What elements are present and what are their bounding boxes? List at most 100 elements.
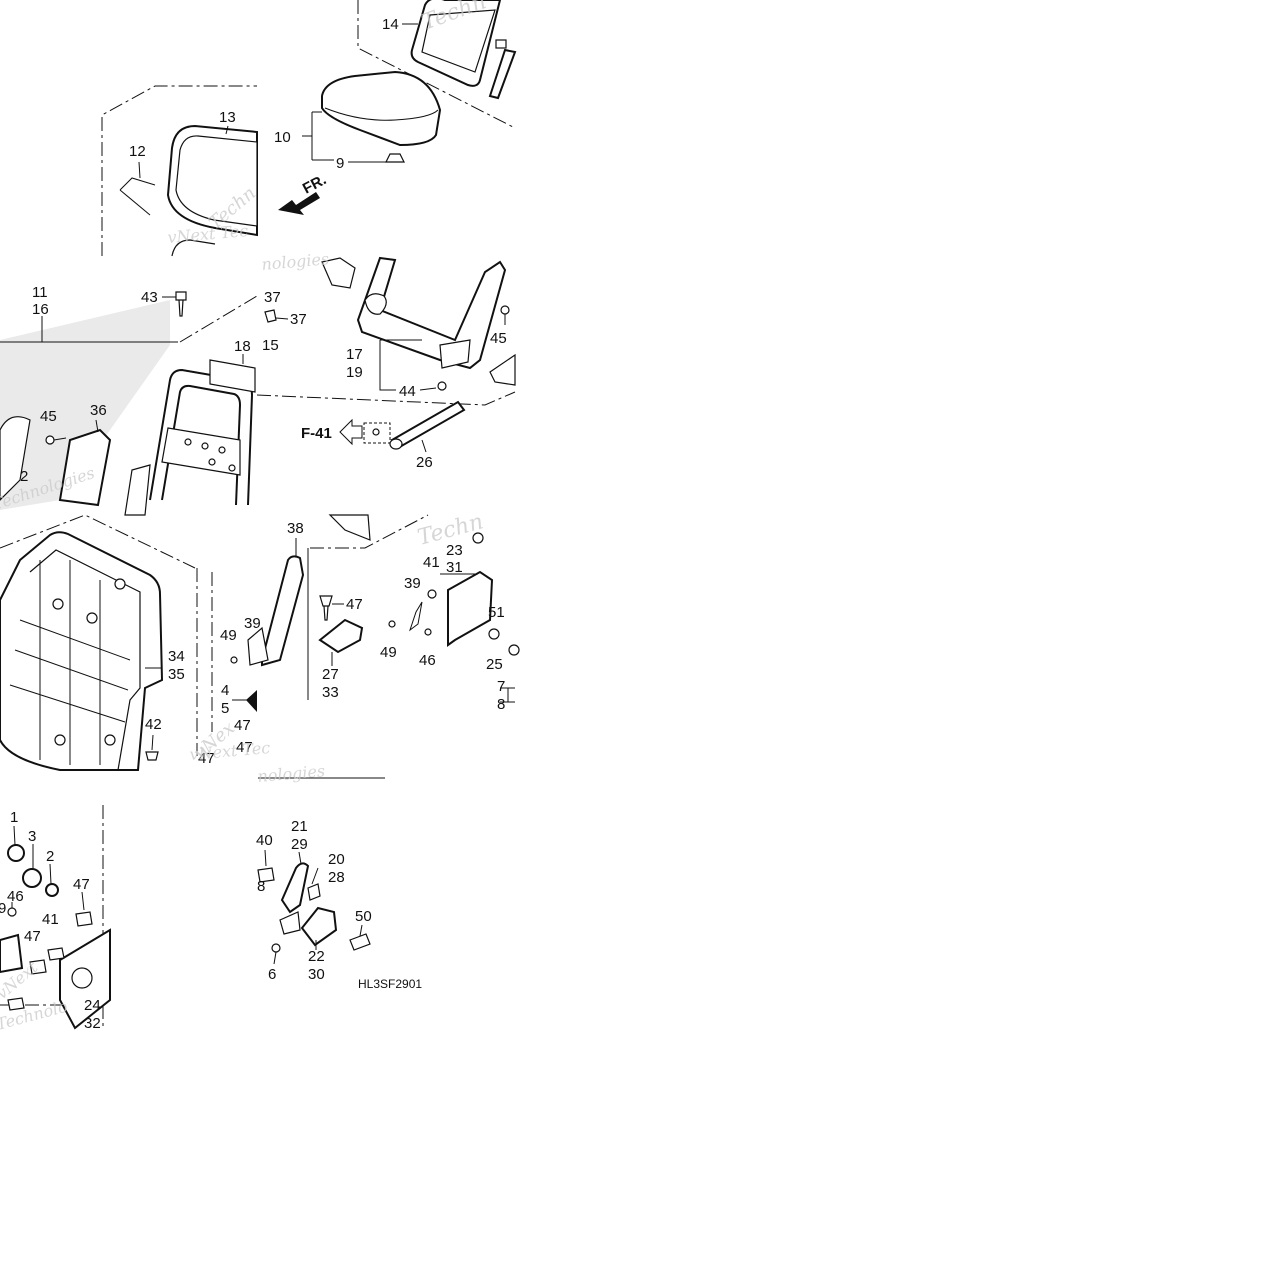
leader xyxy=(298,851,302,865)
diagram-code: HL3SF2901 xyxy=(358,977,422,991)
callout-47-b: 47 xyxy=(234,717,251,734)
callout-29: 29 xyxy=(291,836,308,853)
callout-22: 22 xyxy=(308,948,325,965)
callout-11: 11 xyxy=(32,284,48,301)
bolt xyxy=(437,381,447,391)
callout-8: 8 xyxy=(497,696,505,713)
leader xyxy=(49,863,52,885)
callout-46: 46 xyxy=(419,652,436,669)
pan-hole xyxy=(86,612,98,624)
frame-crossbar xyxy=(161,427,241,476)
bolt xyxy=(75,911,93,927)
callout-46-hw: 46 xyxy=(7,888,24,905)
callout-47-f: 47 xyxy=(24,928,41,945)
frame-hole xyxy=(228,464,236,472)
frame-hole xyxy=(184,438,192,446)
callout-43: 43 xyxy=(141,289,158,306)
latch-body xyxy=(0,933,24,974)
bolt xyxy=(349,933,371,951)
callout-44: 44 xyxy=(399,383,416,400)
front-arrow-icon xyxy=(278,192,320,215)
tile-lever-set: 40 8 21 29 20 28 50 22 30 6 HL3SF2901 xyxy=(256,818,422,991)
callout-9-hw: 9 xyxy=(0,900,6,917)
seat-cushion-edge xyxy=(324,107,439,121)
callout-37b: 37 xyxy=(290,311,307,328)
callout-19: 19 xyxy=(346,364,363,381)
leader xyxy=(81,891,85,911)
callout-45-right: 45 xyxy=(490,330,507,347)
callout-12: 12 xyxy=(129,143,146,160)
tile-seat-cushion: FR. 14 10 9 xyxy=(274,0,517,215)
callout-10: 10 xyxy=(274,129,291,146)
callout-36: 36 xyxy=(90,402,107,419)
callout-32: 32 xyxy=(84,1015,101,1032)
latch-plate xyxy=(447,570,494,647)
callout-49-right: 49 xyxy=(380,644,397,661)
bracket xyxy=(209,359,256,393)
grommet xyxy=(7,844,25,862)
tile-hardware: 1 3 2 9 46 47 41 47 24 32 Technolo vNext xyxy=(0,805,111,1034)
pin xyxy=(372,428,380,436)
callout-41: 41 xyxy=(423,554,440,571)
reference-box xyxy=(363,422,391,444)
leader xyxy=(379,339,437,391)
callout-2-hw: 2 xyxy=(46,848,54,865)
callout-8-lever: 8 xyxy=(257,878,265,895)
sub-bracket xyxy=(279,911,301,935)
tile-recline-mechanism: 37 37 15 F-41 17 19 45 44 26 nologies xyxy=(256,249,516,471)
frame-foot xyxy=(439,339,471,369)
callout-24: 24 xyxy=(84,997,101,1014)
seat-cushion xyxy=(321,70,442,147)
leader xyxy=(95,419,99,433)
cover-shade xyxy=(0,300,170,510)
callout-42: 42 xyxy=(145,716,162,733)
leader xyxy=(500,687,515,703)
reference-marker: F-41 xyxy=(301,425,332,442)
hinge-hub xyxy=(71,967,93,989)
leader xyxy=(302,111,386,163)
leader xyxy=(13,825,16,846)
reference-arrow-icon xyxy=(339,418,363,446)
boundary-line xyxy=(179,295,258,343)
callout-23: 23 xyxy=(446,542,463,559)
callout-39: 39 xyxy=(404,575,421,592)
callout-1: 1 xyxy=(10,809,18,826)
bolt xyxy=(45,435,55,445)
callout-45: 45 xyxy=(40,408,57,425)
callout-50: 50 xyxy=(355,908,372,925)
pan-hole xyxy=(54,734,66,746)
nut xyxy=(264,309,277,323)
callout-5: 5 xyxy=(221,700,229,717)
tile-seat-bottom: 34 35 42 49 4 5 47 47 47 vNext Tec xyxy=(0,514,271,771)
washer xyxy=(424,628,432,636)
callout-38: 38 xyxy=(287,520,304,537)
callout-49: 49 xyxy=(220,627,237,644)
callout-41-hw: 41 xyxy=(42,911,59,928)
spring-lever xyxy=(409,601,423,632)
callout-4: 4 xyxy=(221,682,229,699)
callout-14: 14 xyxy=(382,16,399,33)
seat-part xyxy=(171,239,216,257)
bolt xyxy=(257,867,275,883)
callout-47-e: 47 xyxy=(73,876,90,893)
pan-hole xyxy=(114,578,126,590)
callout-7: 7 xyxy=(497,678,505,695)
pan-grid xyxy=(9,560,131,765)
callout-33: 33 xyxy=(322,684,339,701)
pan-hole xyxy=(104,734,116,746)
bolt xyxy=(145,751,159,761)
callout-3: 3 xyxy=(28,828,36,845)
callout-16: 16 xyxy=(32,301,49,318)
release-handle xyxy=(280,862,310,914)
lever-bracket xyxy=(247,626,269,666)
callout-15: 15 xyxy=(262,337,279,354)
leader xyxy=(151,734,154,751)
leader xyxy=(138,161,141,179)
clip xyxy=(385,153,405,163)
bolt xyxy=(29,959,47,975)
pan-hole xyxy=(52,598,64,610)
washer xyxy=(7,907,17,917)
callout-47-d: 47 xyxy=(198,750,215,767)
callout-31: 31 xyxy=(446,559,463,576)
